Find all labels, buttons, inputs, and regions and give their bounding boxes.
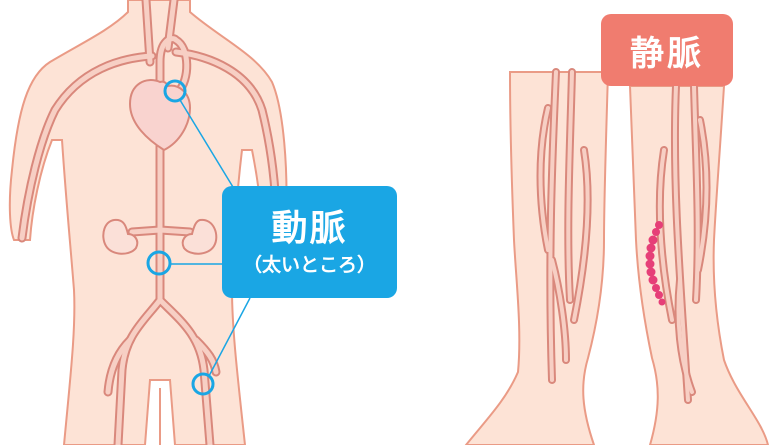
vein-label-title: 静脈 [630, 26, 704, 75]
right-leg [630, 86, 768, 445]
artery-label: 動脈 （太いところ） [222, 186, 397, 298]
artery-label-title: 動脈 [271, 207, 347, 251]
left-leg [466, 72, 608, 445]
artery-label-subtitle: （太いところ） [243, 253, 376, 277]
vein-label: 静脈 [601, 14, 733, 86]
